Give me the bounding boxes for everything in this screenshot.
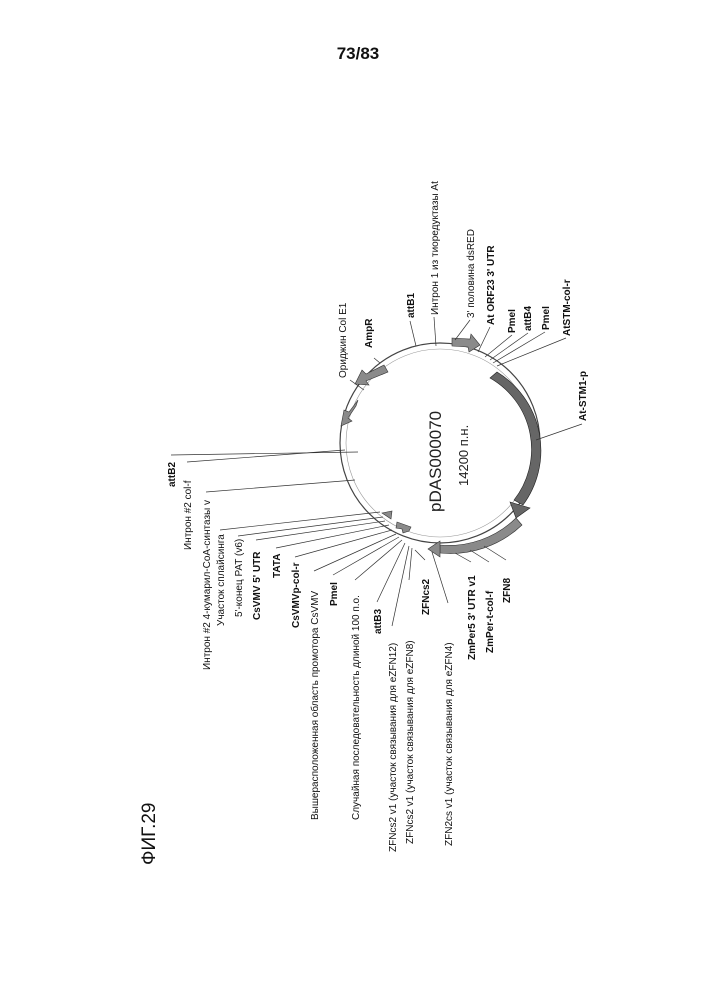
label-zfncs2-ezfn12: ZFNcs2 v1 (участок связывания для eZFN12… — [388, 643, 399, 852]
label-zfncs2: ZFNcs2 — [421, 578, 432, 615]
feature-pat-arrow — [396, 522, 411, 533]
label-csvmvp-col-r: CsVMVp-col-r — [291, 562, 302, 628]
label-col-e1-origin: Ориджин Col E1 — [338, 302, 349, 378]
feature-ampr-arrow-2 — [341, 400, 358, 426]
feature-zfn8 — [440, 518, 522, 554]
label-csvmv-5utr: CsVMV 5' UTR — [252, 551, 263, 620]
label-attb1: attB1 — [406, 293, 417, 318]
leader-lines — [171, 317, 582, 626]
label-attb4: attB4 — [523, 306, 534, 331]
label-at-stm1-p: At-STM1-p — [578, 371, 589, 421]
figure-label: ФИГ.29 — [139, 803, 160, 865]
label-intron1-at: Интрон 1 из тиоредуктазы At — [430, 181, 441, 315]
feature-atstm1-promoter — [490, 372, 541, 505]
label-zmper5-3utr: ZmPer5 3' UTR v1 — [467, 575, 478, 660]
label-intron2-4cl: Интрон #2 4-кумарил-CoA-синтазы v — [202, 500, 213, 670]
label-csvmv-upstream: Вышерасположенная область промотора CsVM… — [309, 591, 321, 820]
label-atstm-col-r: AtSTM-col-r — [562, 279, 573, 336]
label-5prime-pat: 5'-конец PAT (v6) — [234, 539, 245, 617]
label-dsred-half: 3' половина dsRED — [466, 229, 477, 318]
label-at-orf23: At ORF23 3' UTR — [486, 245, 497, 325]
label-attb2: attB2 — [167, 462, 178, 487]
label-pmei-1: PmeI — [507, 309, 518, 333]
feature-arrow-right — [510, 502, 530, 518]
label-tata: TATA — [272, 554, 283, 578]
feature-labels: attB2 Интрон #2 col-f Интрон #2 4-кумари… — [167, 181, 589, 852]
plasmid-name: pDAS000070 — [426, 411, 445, 512]
label-random-seq: Случайная последовательность длиной 100 … — [351, 595, 362, 820]
plasmid-size: 14200 п.н. — [456, 425, 471, 486]
label-zfn8: ZFN8 — [502, 578, 513, 603]
label-pmei-left: PmeI — [329, 582, 340, 606]
label-zmper-t-col-f: ZmPer-t-col-f — [485, 590, 496, 653]
label-pmei-2: PmeI — [541, 306, 552, 330]
label-attb3: attB3 — [373, 609, 384, 634]
label-zfn2cs-ezfn4: ZFN2cs v1 (участок связывания для eZFN4) — [444, 642, 455, 846]
label-intron2-col-f: Интрон #2 col-f — [183, 480, 194, 550]
feature-ampr-arrow-1 — [355, 365, 388, 385]
label-splice-site: Участок сплайсинга — [216, 534, 227, 626]
label-ampr: AmpR — [364, 318, 375, 348]
label-zfncs2-ezfn8: ZFNcs2 v1 (участок связывания для eZFN8) — [405, 640, 416, 844]
